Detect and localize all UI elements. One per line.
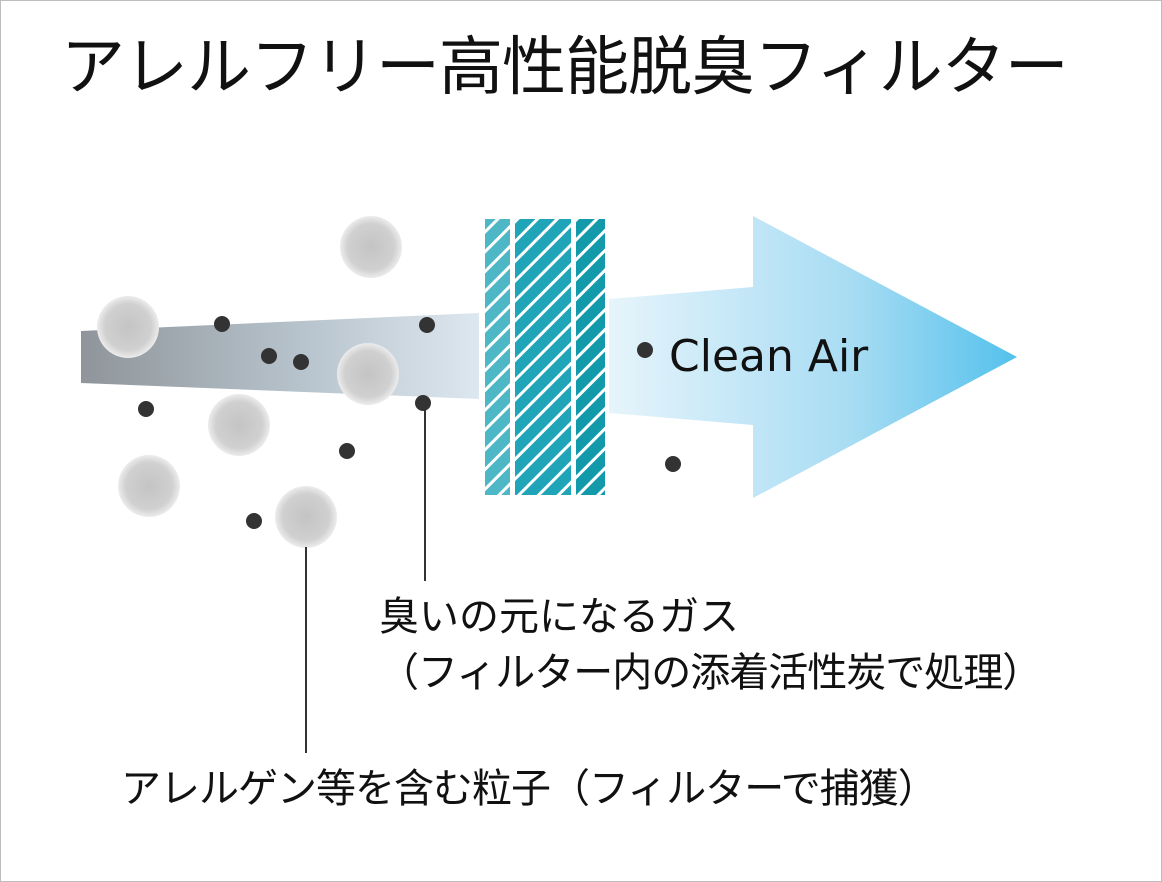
allergen-particle bbox=[97, 296, 159, 358]
gas-label-line1: 臭いの元になるガス bbox=[379, 594, 739, 640]
allergen-particle bbox=[337, 343, 399, 405]
gas-molecule bbox=[419, 317, 435, 333]
gas-molecule bbox=[293, 354, 309, 370]
gas-molecule bbox=[246, 513, 262, 529]
gas-molecule bbox=[415, 395, 431, 411]
gas-molecule bbox=[261, 348, 277, 364]
filter-block bbox=[485, 219, 605, 495]
particle-label: アレルゲン等を含む粒子（フィルターで捕獲） bbox=[121, 766, 938, 812]
diagram-title: アレルフリー高性能脱臭フィルター bbox=[61, 31, 1069, 105]
gas-molecules bbox=[138, 316, 681, 529]
gas-molecule bbox=[214, 316, 230, 332]
allergen-particle bbox=[118, 455, 180, 517]
gas-molecule bbox=[339, 443, 355, 459]
allergen-particle bbox=[208, 394, 270, 456]
gas-molecule bbox=[138, 401, 154, 417]
gas-molecule bbox=[637, 342, 653, 358]
gas-molecule bbox=[665, 456, 681, 472]
allergen-particle bbox=[275, 486, 337, 548]
gas-label-line2: （フィルター内の添着活性炭で処理） bbox=[379, 650, 1042, 696]
allergen-particles bbox=[97, 216, 402, 548]
clean-air-arrow bbox=[609, 216, 1017, 498]
allergen-particle bbox=[340, 216, 402, 278]
clean-air-label: Clean Air bbox=[669, 331, 869, 382]
